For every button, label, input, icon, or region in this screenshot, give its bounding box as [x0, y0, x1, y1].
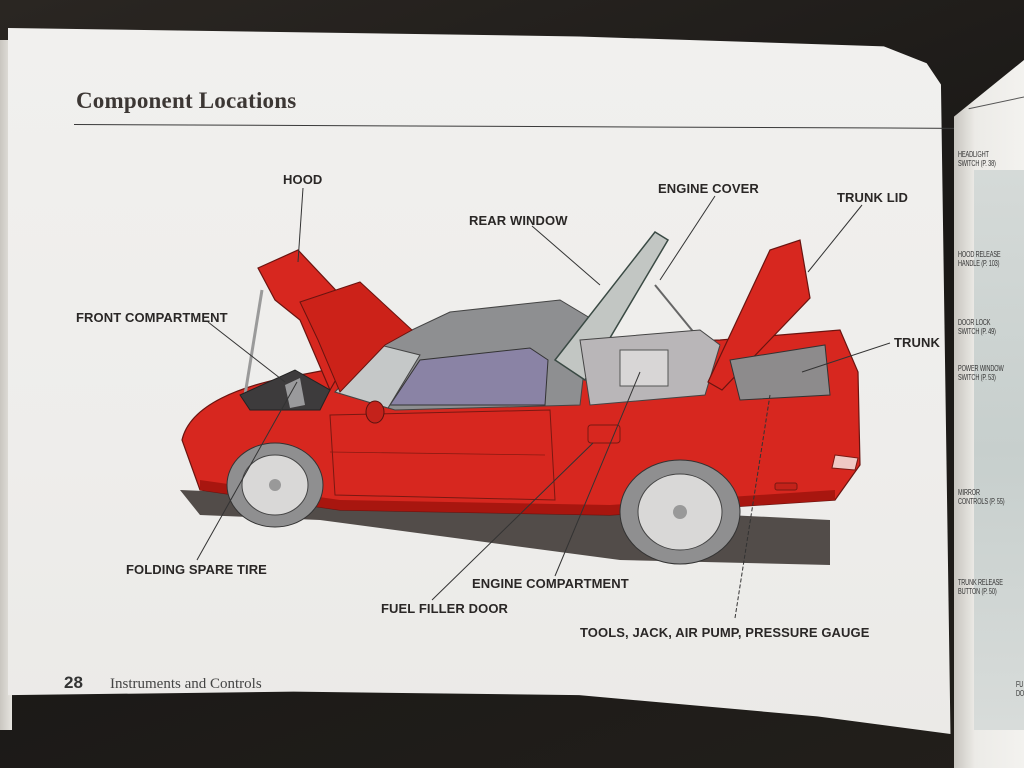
- page-number: 28: [64, 673, 83, 692]
- callout-front-compartment: FRONT COMPARTMENT: [76, 310, 228, 325]
- side-marker: [774, 482, 798, 491]
- front-compartment: [239, 369, 331, 411]
- callout-folding-spare-tire: FOLDING SPARE TIRE: [126, 562, 267, 577]
- leader-fuel-filler: [431, 442, 594, 601]
- dashboard-illustration: [974, 170, 1024, 730]
- engine-block: [619, 349, 669, 387]
- tail-light: [831, 454, 859, 471]
- door-crease: [329, 451, 546, 456]
- spare-tire: [285, 378, 305, 408]
- trunk-lid-panel: [707, 239, 811, 391]
- hood-strut: [243, 289, 264, 396]
- leader-trunk-lid: [807, 204, 863, 273]
- door-outline: [329, 409, 556, 501]
- callout-rear-window: REAR WINDOW: [469, 213, 568, 228]
- callout-engine-compartment: ENGINE COMPARTMENT: [472, 576, 629, 591]
- leader-engine-cover: [659, 195, 716, 281]
- rear-wheel: [619, 459, 741, 565]
- leader-trunk: [801, 342, 891, 373]
- front-wheel: [226, 442, 324, 528]
- fuel-filler-door-shape: [587, 424, 621, 444]
- callout-fuel-filler-door: FUEL FILLER DOOR: [381, 601, 509, 616]
- callout-tools-jack-air-pump: TOOLS, JACK, AIR PUMP, PRESSURE GAUGE: [580, 625, 870, 640]
- leader-engine-compartment: [554, 371, 641, 577]
- side-window: [389, 347, 549, 406]
- page-title: Component Locations: [76, 88, 297, 113]
- leader-spare-tire: [196, 381, 298, 561]
- hood-panel-inner: [299, 281, 413, 393]
- callout-engine-cover: ENGINE COVER: [658, 181, 759, 196]
- side-mirror: [365, 400, 385, 424]
- callout-trunk-lid: TRUNK LID: [837, 190, 908, 205]
- callout-trunk: TRUNK: [894, 335, 940, 350]
- trunk-interior: [729, 344, 831, 401]
- leader-tools: [734, 394, 771, 619]
- callout-hood: HOOD: [283, 172, 323, 187]
- leader-lines: [196, 187, 891, 619]
- leader-hood: [297, 187, 304, 263]
- leader-rear-window: [531, 225, 601, 286]
- section-name: Instruments and Controls: [110, 676, 262, 692]
- leader-front-compartment: [207, 321, 286, 383]
